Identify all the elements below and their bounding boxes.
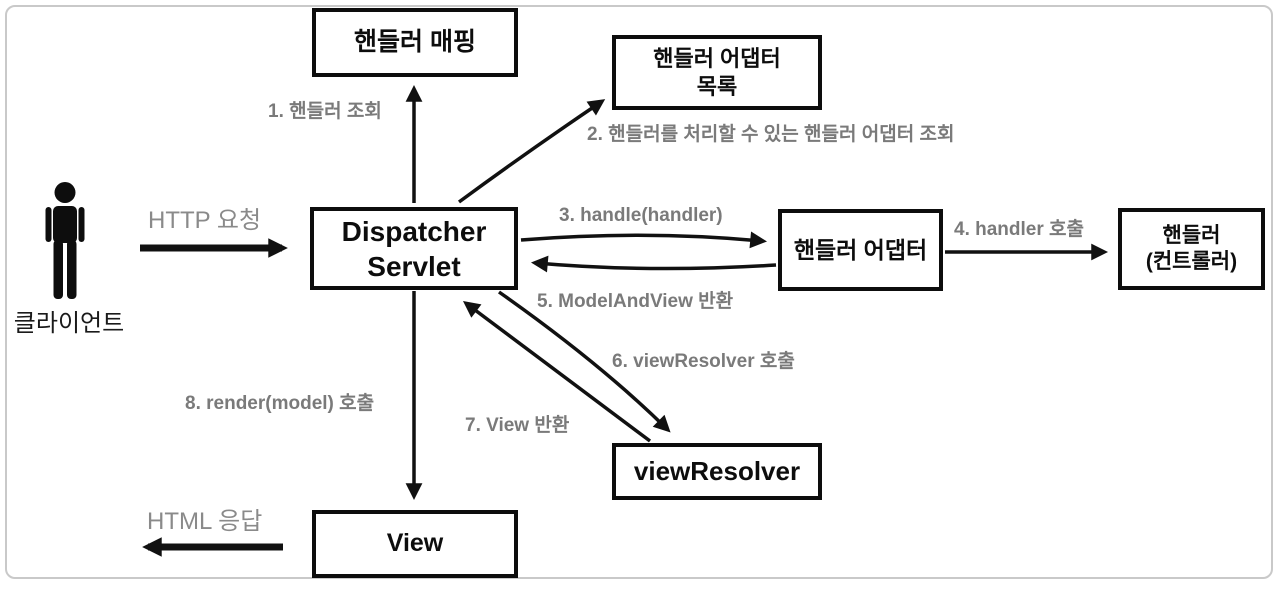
handler-controller-line1: 핸들러: [1162, 223, 1221, 247]
arrow-step6-viewresolver-call: [497, 290, 671, 433]
arrow-step7-view-return: [462, 300, 652, 443]
html-response-label: HTML 응답: [147, 508, 263, 535]
handler-mapping-box: 핸들러 매핑: [312, 8, 518, 77]
step3-label: 3. handle(handler): [559, 205, 723, 226]
step4-label: 4. handler 호출: [954, 219, 1084, 240]
step2-label: 2. 핸들러를 처리할 수 있는 핸들러 어댑터 조회: [587, 124, 955, 145]
dispatcher-servlet-box: Dispatcher Servlet: [310, 207, 518, 290]
step5-label: 5. ModelAndView 반환: [537, 291, 734, 312]
step7-label: 7. View 반환: [465, 415, 570, 436]
handler-adapter-list-line1: 핸들러 어댑터: [653, 46, 781, 71]
view-box: View: [312, 510, 518, 578]
handler-adapter-label: 핸들러 어댑터: [793, 236, 928, 263]
view-label: View: [386, 529, 444, 558]
step6-label: 6. viewResolver 호출: [612, 351, 795, 372]
handler-adapter-box: 핸들러 어댑터: [778, 209, 943, 291]
client-person-icon: [45, 182, 85, 299]
view-resolver-box: viewResolver: [612, 443, 822, 500]
step8-label: 8. render(model) 호출: [185, 393, 375, 414]
handler-controller-line2: (컨트롤러): [1145, 250, 1238, 273]
arrow-step5-modelandview-return: [530, 255, 777, 273]
step1-label: 1. 핸들러 조회: [268, 101, 382, 122]
arrow-step3-handle: [520, 231, 768, 249]
http-request-label: HTTP 요청: [148, 207, 262, 234]
client-label: 클라이언트: [13, 310, 125, 337]
handler-adapter-list-box: 핸들러 어댑터 목록: [612, 35, 822, 110]
handler-controller-box: 핸들러 (컨트롤러): [1118, 208, 1265, 290]
arrow-step2-adapter-lookup: [457, 99, 606, 204]
handler-mapping-label: 핸들러 매핑: [354, 27, 476, 56]
dispatcher-servlet-line1: Dispatcher: [341, 215, 487, 247]
dispatcher-servlet-line2: Servlet: [367, 250, 461, 282]
handler-adapter-list-line2: 목록: [696, 73, 738, 99]
view-resolver-label: viewResolver: [633, 456, 801, 487]
